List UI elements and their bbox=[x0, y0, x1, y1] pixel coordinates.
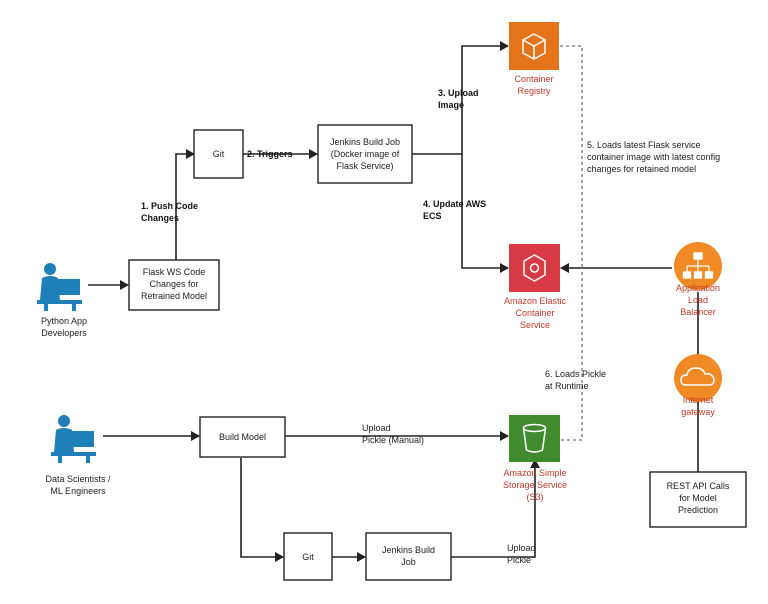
upload-image-label-2: Image bbox=[438, 100, 464, 110]
jenkins-bottom-node: Jenkins Build Job bbox=[365, 532, 452, 581]
s3-label-1: Amazon Simple bbox=[503, 468, 566, 478]
arrow-upload-pickle bbox=[451, 459, 540, 558]
arrow-upload-image bbox=[461, 41, 509, 154]
build-model-node: Build Model bbox=[199, 416, 286, 458]
s3-label-2: Storage Service bbox=[503, 480, 567, 490]
internet-gateway-icon bbox=[674, 354, 722, 402]
flask-changes-label-1: Flask WS Code bbox=[143, 267, 206, 277]
igw-label-1: Internet bbox=[683, 395, 714, 405]
upload-pickle-manual-label-1: Upload bbox=[362, 423, 391, 433]
alb-label-3: Balancer bbox=[680, 307, 716, 317]
load-balancer-icon bbox=[674, 242, 722, 290]
jenkins-bottom-label-1: Jenkins Build bbox=[382, 545, 435, 555]
arrow-loads-flask bbox=[560, 45, 583, 269]
git-bottom-node: Git bbox=[283, 532, 333, 581]
triggers-label: 2. Triggers bbox=[247, 149, 293, 159]
rest-api-label-3: Prediction bbox=[678, 505, 718, 515]
rest-api-label-1: REST API Calls bbox=[667, 481, 730, 491]
loads-pickle-label-1: 6. Loads Pickle bbox=[545, 369, 606, 379]
upload-image-label-1: 3. Upload bbox=[438, 88, 479, 98]
arrow-update-ecs bbox=[461, 154, 509, 273]
git-top-label: Git bbox=[213, 149, 225, 159]
jenkins-bottom-label-2: Job bbox=[401, 557, 416, 567]
push-code-label-2: Changes bbox=[141, 213, 179, 223]
python-devs-label-2: Developers bbox=[41, 328, 87, 338]
alb-label-2: Load bbox=[688, 295, 708, 305]
python-devs-person-icon bbox=[37, 263, 82, 311]
s3-label-3: (S3) bbox=[526, 492, 543, 502]
rest-api-node: REST API Calls for Model Prediction bbox=[649, 471, 747, 528]
ecs-label-2: Container bbox=[515, 308, 554, 318]
s3-icon bbox=[509, 415, 560, 462]
data-scientists-label-2: ML Engineers bbox=[50, 486, 106, 496]
update-ecs-label-2: ECS bbox=[423, 211, 442, 221]
igw-label-2: gateway bbox=[681, 407, 715, 417]
git-bottom-label: Git bbox=[302, 552, 314, 562]
container-registry-label-2: Registry bbox=[517, 86, 551, 96]
loads-flask-label-2: container image with latest config bbox=[587, 152, 720, 162]
upload-pickle-manual-label-2: Pickle (Manual) bbox=[362, 435, 424, 445]
ecs-label-1: Amazon Elastic bbox=[504, 296, 567, 306]
update-ecs-label-1: 4. Update AWS bbox=[423, 199, 486, 209]
ecs-icon bbox=[509, 244, 560, 292]
upload-pickle-label-1: Upload bbox=[507, 543, 536, 553]
push-code-label-1: 1. Push Code bbox=[141, 201, 198, 211]
rest-api-label-2: for Model bbox=[679, 493, 717, 503]
python-devs-label-1: Python App bbox=[41, 316, 87, 326]
flask-changes-label-3: Retrained Model bbox=[141, 291, 207, 301]
data-scientists-label-1: Data Scientists / bbox=[45, 474, 111, 484]
flask-changes-label-2: Changes for bbox=[149, 279, 198, 289]
container-registry-label-1: Container bbox=[514, 74, 553, 84]
git-top-node: Git bbox=[193, 129, 244, 179]
jenkins-top-label-1: Jenkins Build Job bbox=[330, 137, 400, 147]
ecs-label-3: Service bbox=[520, 320, 550, 330]
jenkins-top-node: Jenkins Build Job (Docker image of Flask… bbox=[317, 124, 413, 184]
arrow-build-to-git bbox=[240, 458, 284, 562]
flask-changes-node: Flask WS Code Changes for Retrained Mode… bbox=[128, 259, 220, 311]
arrow-loads-pickle bbox=[561, 268, 583, 441]
alb-label-1: Application bbox=[676, 283, 720, 293]
loads-pickle-label-2: at Runtime bbox=[545, 381, 589, 391]
data-scientists-person-icon bbox=[51, 415, 96, 463]
loads-flask-label-3: changes for retained model bbox=[587, 164, 696, 174]
build-model-label: Build Model bbox=[219, 432, 266, 442]
loads-flask-label-1: 5. Loads latest Flask service bbox=[587, 140, 701, 150]
jenkins-top-label-3: Flask Service) bbox=[336, 161, 393, 171]
connectors bbox=[88, 41, 699, 562]
container-registry-icon bbox=[509, 22, 559, 70]
upload-pickle-label-2: Pickle bbox=[507, 555, 531, 565]
jenkins-top-label-2: (Docker image of bbox=[331, 149, 400, 159]
arrow-push-code bbox=[175, 149, 195, 260]
